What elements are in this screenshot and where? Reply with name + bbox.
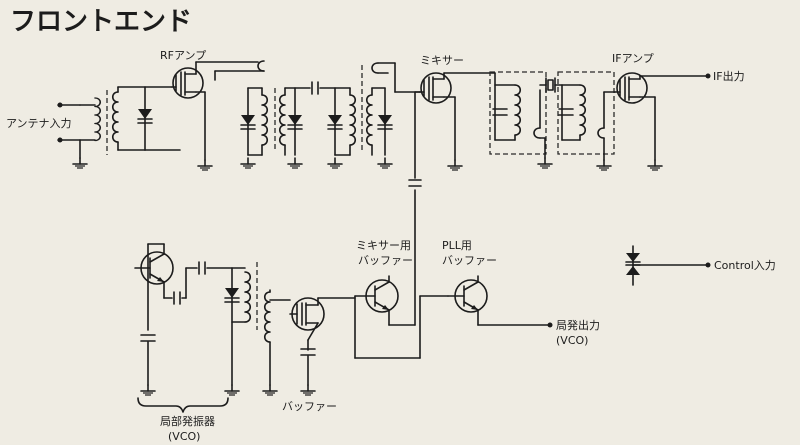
buffer-label: バッファー — [282, 400, 337, 413]
pickup-coil — [263, 291, 271, 343]
if-output-terminal — [705, 73, 711, 79]
mixer-label: ミキサー — [420, 54, 464, 67]
coupling-capacitor — [198, 261, 206, 275]
if-output-label: IF出力 — [713, 69, 745, 83]
antenna-terminal-2 — [57, 137, 63, 143]
ground-symbol — [287, 157, 303, 169]
rf-amp-transistor — [172, 67, 204, 99]
antenna-terminal — [57, 102, 63, 108]
if-filter-box — [557, 71, 615, 155]
ground-symbol — [262, 384, 278, 396]
if-coil — [579, 84, 587, 136]
ground-symbol — [72, 157, 88, 169]
coupling-capacitor — [311, 81, 319, 95]
ground-symbol — [596, 159, 612, 171]
crystal-filter — [547, 79, 554, 91]
mixer-buffer-label-2: バッファー — [358, 254, 413, 267]
ground-symbol — [300, 384, 316, 396]
oscillator-bracket — [137, 397, 229, 413]
control-input-label: Control入力 — [714, 259, 776, 272]
if-coil — [514, 84, 522, 136]
if-filter-box — [489, 71, 547, 155]
control-input-terminal — [705, 262, 711, 268]
if-amp-label: IFアンプ — [612, 52, 654, 65]
ground-symbol — [240, 157, 256, 169]
lo-output-vco-label: (VCO) — [556, 334, 588, 347]
ground-symbol — [224, 384, 240, 396]
input-coil-secondary — [111, 91, 119, 143]
ground-symbol — [647, 159, 663, 171]
ground-symbol — [537, 157, 553, 169]
rf-amp-label: RFアンプ — [160, 49, 206, 62]
local-osc-vco-label: (VCO) — [168, 430, 200, 443]
mixer-transistor — [420, 72, 452, 104]
if-amp-transistor — [616, 72, 648, 104]
input-coil-primary — [94, 97, 102, 142]
osc-capacitor — [140, 334, 156, 342]
antenna-input-label: アンテナ入力 — [6, 117, 72, 130]
pll-buffer-label-2: バッファー — [442, 254, 497, 267]
ground-symbol — [377, 157, 393, 169]
ground-symbol — [447, 159, 463, 171]
page-title: フロントエンド — [10, 7, 192, 37]
bpf-coil — [261, 94, 269, 146]
ground-symbol — [140, 384, 156, 396]
feedback-capacitor — [173, 291, 181, 305]
ground-symbol — [197, 159, 213, 171]
local-osc-label: 局部発振器 — [160, 414, 215, 428]
bpf-coil — [349, 94, 357, 146]
ground-symbol — [327, 157, 343, 169]
mixer-buffer-label: ミキサー用 — [356, 239, 411, 252]
bpf-coil — [278, 94, 286, 146]
lo-output-label: 局発出力 — [556, 318, 600, 332]
lo-output-terminal — [547, 322, 553, 328]
if-capacitor — [558, 108, 574, 116]
pll-buffer-label: PLL用 — [442, 239, 472, 252]
osc-coil — [244, 271, 252, 323]
bpf-coil — [365, 94, 373, 146]
